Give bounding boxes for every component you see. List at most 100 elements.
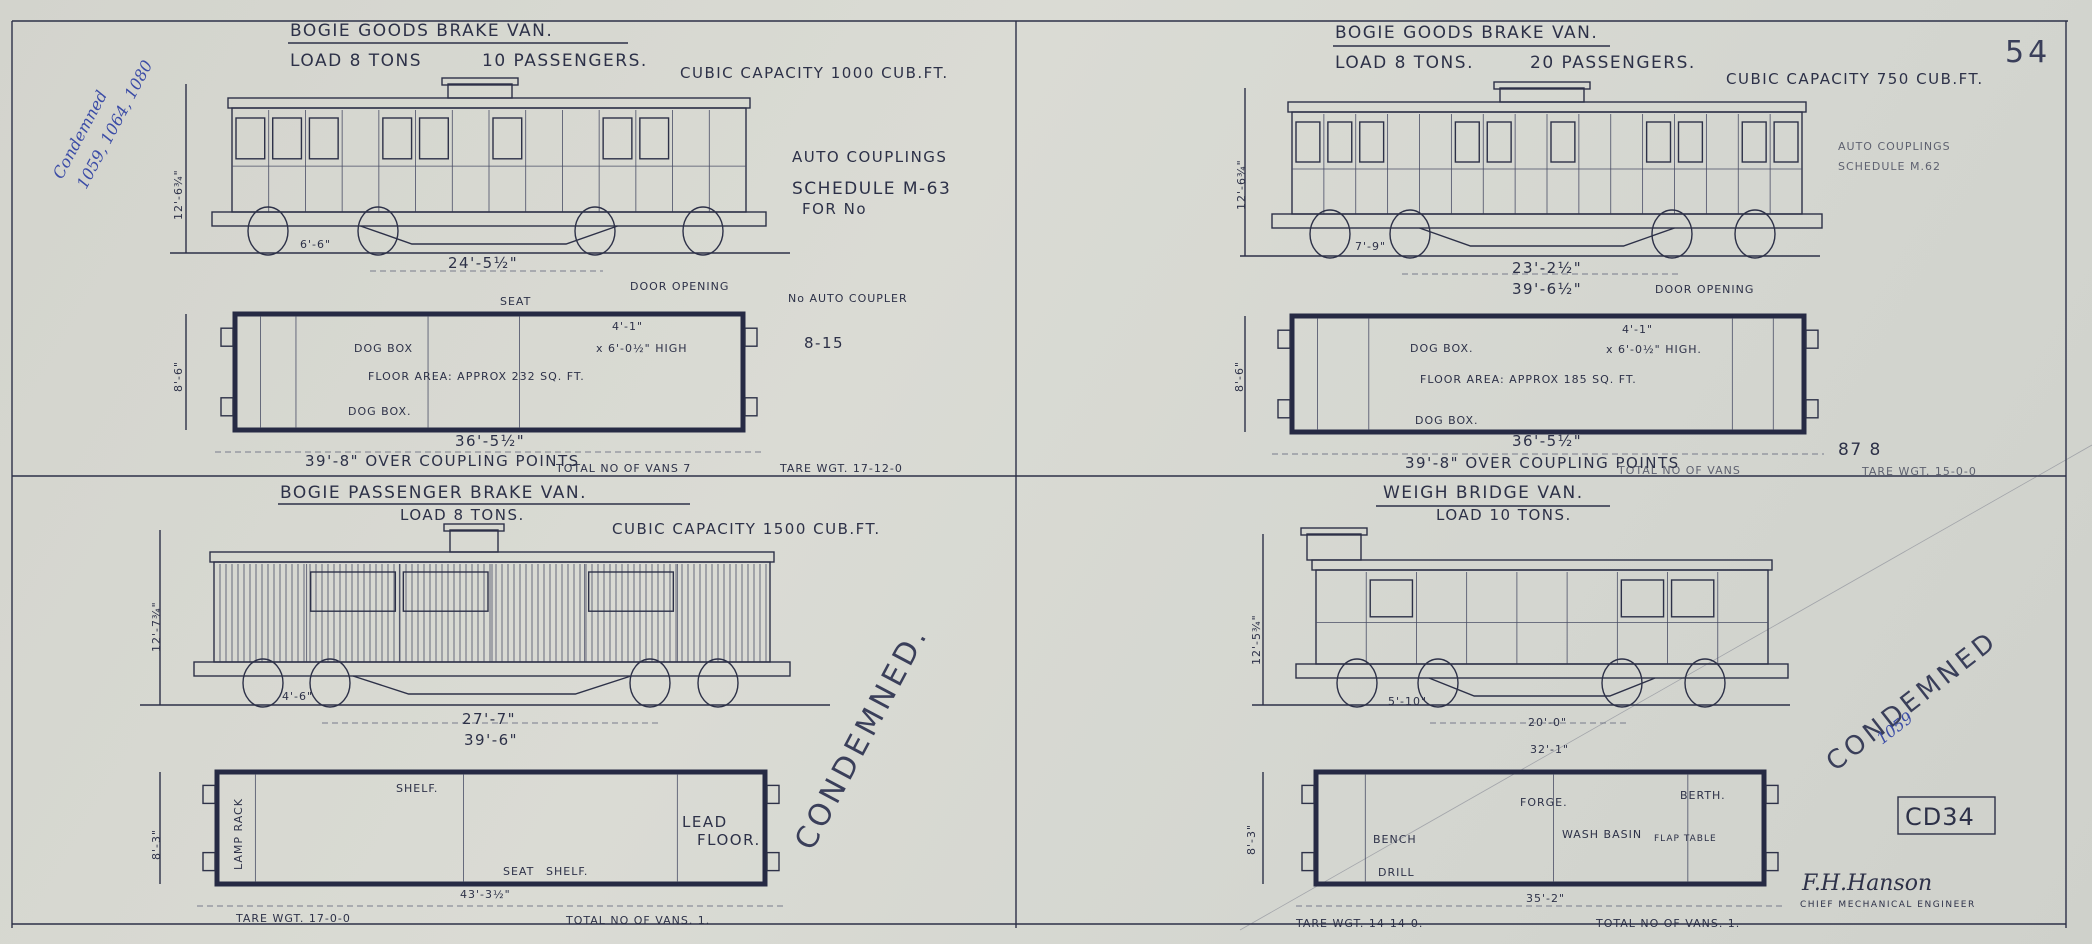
window: [1295, 121, 1321, 163]
over-couplings-dim: 43'-3½": [460, 888, 511, 901]
window: [1645, 121, 1672, 163]
buffer: [1805, 329, 1819, 349]
wheel: [697, 658, 739, 708]
buffer: [1301, 851, 1315, 872]
floor-plan: [1313, 769, 1767, 887]
drawing-code: CD34: [1905, 803, 1975, 831]
width-dim: 8'-3": [1245, 824, 1258, 855]
window: [1670, 579, 1715, 618]
wheelbase-dim: 7'-9": [1355, 240, 1386, 253]
panel-title: BOGIE PASSENGER BRAKE VAN.: [280, 483, 587, 503]
window: [235, 117, 266, 160]
cupola-roof: [1300, 527, 1368, 536]
condemned-stamp: CONDEMNED: [1821, 625, 2004, 777]
door-height-dim: x 6'-0½" HIGH.: [1606, 343, 1702, 356]
window: [1359, 121, 1385, 163]
overall-body-dim: 39'-6½": [1512, 280, 1582, 298]
dog-box-label: DOG BOX.: [1410, 342, 1474, 355]
underframe: [1271, 213, 1823, 229]
sheet-number: 54: [2005, 35, 2051, 70]
wheel: [1336, 658, 1378, 708]
window: [602, 117, 633, 160]
van-drawings: [140, 77, 1824, 907]
handwritten-count: 87 8: [1838, 440, 1882, 460]
wheel: [1651, 209, 1693, 259]
coupler-row: 8-15: [804, 334, 844, 352]
total-vans: TOTAL NO OF VANS. 1.: [565, 914, 710, 927]
panel-title: BOGIE GOODS BRAKE VAN.: [1335, 23, 1598, 43]
buffer: [766, 784, 780, 805]
load-label: LOAD 8 TONS.: [1335, 53, 1474, 73]
wheel: [357, 206, 399, 256]
seat-label: SEAT: [503, 865, 534, 878]
window: [272, 117, 303, 160]
window: [1454, 121, 1480, 163]
height-dim: 12'-5¾": [1250, 614, 1263, 665]
shelf-label: SHELF.: [546, 865, 588, 878]
width-dim: 8'-3": [150, 829, 163, 860]
cubic-capacity: CUBIC CAPACITY 1500 CUB.FT.: [612, 520, 881, 538]
tare-weight: TARE WGT. 15-0-0: [1861, 465, 1977, 478]
window: [1773, 121, 1799, 163]
buffer: [1765, 851, 1779, 872]
window: [1550, 121, 1576, 163]
truss-rod: [360, 225, 618, 245]
total-vans: TOTAL NO OF VANS 7: [555, 462, 691, 475]
buffer: [744, 397, 758, 417]
wheelbase-dim: 5'-10": [1388, 695, 1427, 708]
buffer: [1301, 784, 1315, 805]
note: AUTO COUPLINGS: [1838, 140, 1951, 153]
cubic-capacity: CUBIC CAPACITY 750 CUB.FT.: [1726, 70, 1984, 88]
floor-plan: [232, 311, 746, 433]
truss-rod: [352, 675, 632, 695]
height-dim: 12'-6¾": [172, 169, 185, 220]
window: [492, 117, 523, 160]
lookout-cupola: [1306, 533, 1362, 561]
underframe: [193, 661, 791, 677]
load-label: LOAD 8 TONS.: [400, 506, 525, 524]
underframe: [211, 211, 767, 227]
lamp-rack-label: LAMP RACK: [232, 798, 245, 870]
wheel: [574, 206, 616, 256]
truss-rod: [1419, 227, 1675, 247]
wheelbase-dim: 4'-6": [282, 690, 313, 703]
roof: [227, 97, 751, 109]
door-width-dim: 4'-1": [1622, 323, 1653, 336]
door-height-dim: x 6'-0½" HIGH: [596, 342, 688, 355]
floor-area: FLOOR AREA: APPROX 185 SQ. FT.: [1420, 373, 1637, 386]
wheel: [1734, 209, 1776, 259]
wash-basin-label: WASH BASIN: [1562, 828, 1642, 841]
sheet-frame: [11, 20, 2092, 931]
coupler-header: No AUTO COUPLER: [788, 292, 908, 305]
window: [1677, 121, 1704, 163]
cupola-roof: [441, 77, 519, 86]
window: [382, 117, 413, 160]
load-label: LOAD 10 TONS.: [1436, 506, 1572, 524]
wheelbase-dim: 6'-6": [300, 238, 331, 251]
width-dim: 8'-6": [1233, 361, 1246, 392]
window: [639, 117, 670, 160]
wheel: [1389, 209, 1431, 259]
window: [402, 571, 489, 612]
total-vans: TOTAL NO OF VANS: [1617, 464, 1741, 477]
window: [1486, 121, 1512, 163]
body-length-dim: 36'-5½": [455, 432, 525, 450]
buffer: [1765, 784, 1779, 805]
wheel: [629, 658, 671, 708]
drawing-code-box: [1897, 796, 1996, 835]
wheel: [309, 658, 351, 708]
buffer: [1805, 399, 1819, 419]
signature-title: CHIEF MECHANICAL ENGINEER: [1800, 900, 1976, 910]
signature: F.H.Hanson: [1801, 871, 1932, 896]
shelf-label: SHELF.: [396, 782, 438, 795]
lookout-cupola: [447, 83, 513, 99]
wheel: [1417, 658, 1459, 708]
buffer: [202, 851, 216, 872]
wheel: [1684, 658, 1726, 708]
floor-plan: [214, 769, 768, 887]
height-dim: 12'-7¾": [150, 601, 163, 652]
cupola-roof: [1493, 81, 1591, 90]
height-dim: 12'-6¾": [1235, 159, 1248, 210]
